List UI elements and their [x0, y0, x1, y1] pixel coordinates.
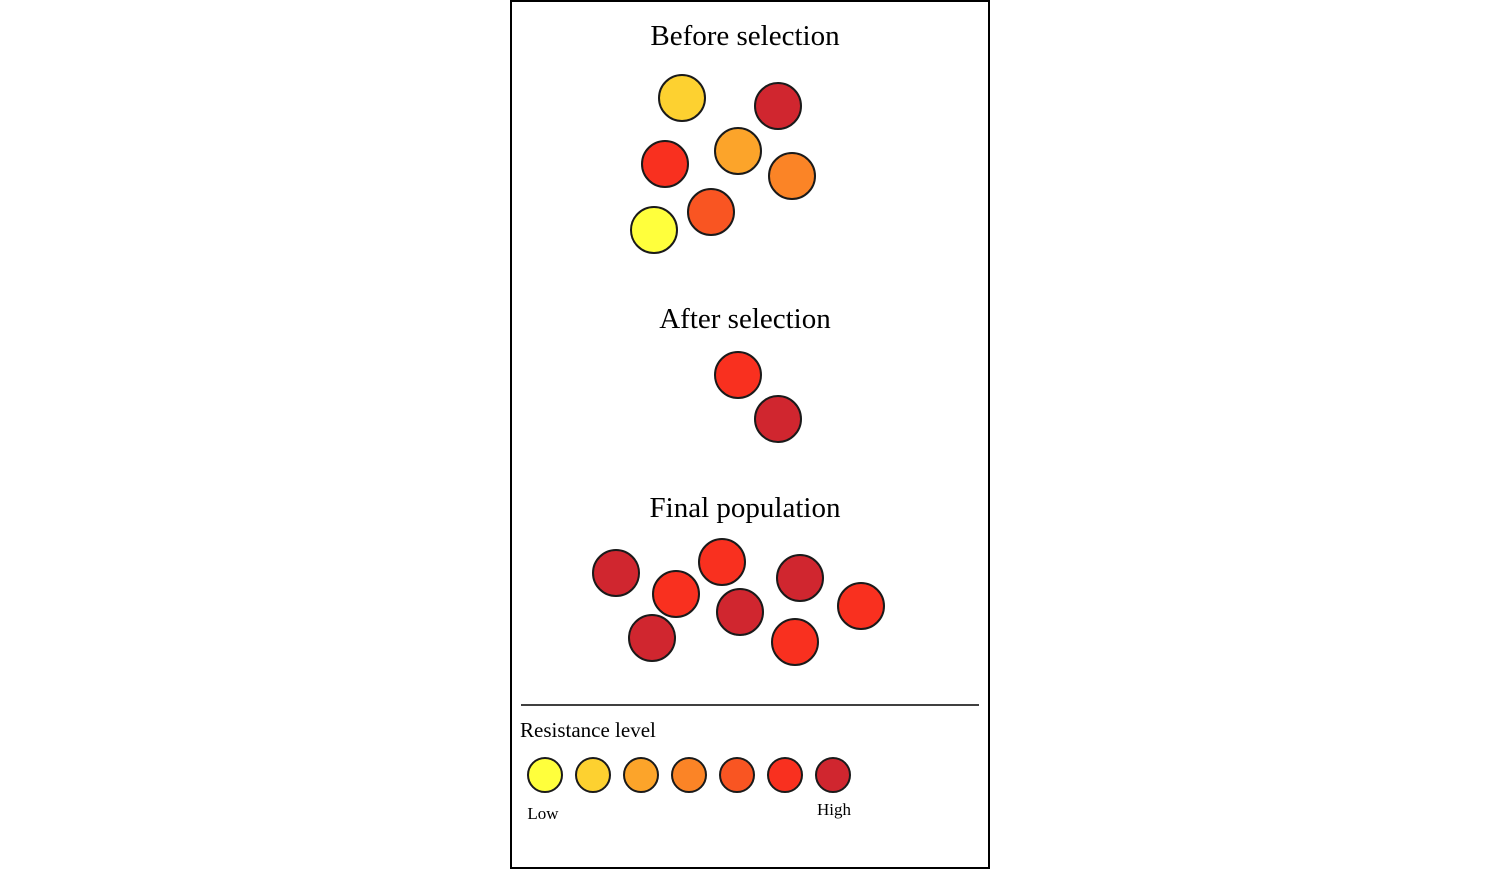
- before-selection-cell: [687, 188, 735, 236]
- after-selection-cell: [754, 395, 802, 443]
- final-population-cell: [837, 582, 885, 630]
- after-selection-cell: [714, 351, 762, 399]
- after-selection-cells: [714, 351, 802, 443]
- before-selection-cell: [630, 206, 678, 254]
- final-population-cell: [592, 549, 640, 597]
- final-population-cell: [652, 570, 700, 618]
- final-population-title: Final population: [650, 492, 841, 524]
- legend-swatch-level-2: [575, 757, 611, 793]
- before-selection-cell: [714, 127, 762, 175]
- legend-swatch-level-6: [767, 757, 803, 793]
- legend-title: Resistance level: [520, 718, 656, 742]
- final-population-cell: [716, 588, 764, 636]
- final-population-cell: [776, 554, 824, 602]
- final-population-cells: [592, 538, 885, 666]
- before-selection-cell: [754, 82, 802, 130]
- final-population-cell: [628, 614, 676, 662]
- legend-high-label: High: [817, 800, 852, 819]
- final-population-cell: [771, 618, 819, 666]
- after-selection-title: After selection: [659, 303, 831, 335]
- before-selection-cell: [768, 152, 816, 200]
- before-selection-cell: [641, 140, 689, 188]
- legend-swatch-level-5: [719, 757, 755, 793]
- legend-swatch-level-3: [623, 757, 659, 793]
- before-selection-title: Before selection: [650, 20, 840, 52]
- final-population-cell: [698, 538, 746, 586]
- legend-swatch-level-4: [671, 757, 707, 793]
- legend-low-label: Low: [527, 804, 559, 823]
- legend-swatch-level-7: [815, 757, 851, 793]
- before-selection-cell: [658, 74, 706, 122]
- legend-swatch-level-1: [527, 757, 563, 793]
- before-selection-cells: [630, 74, 816, 254]
- legend-swatches: [527, 757, 851, 793]
